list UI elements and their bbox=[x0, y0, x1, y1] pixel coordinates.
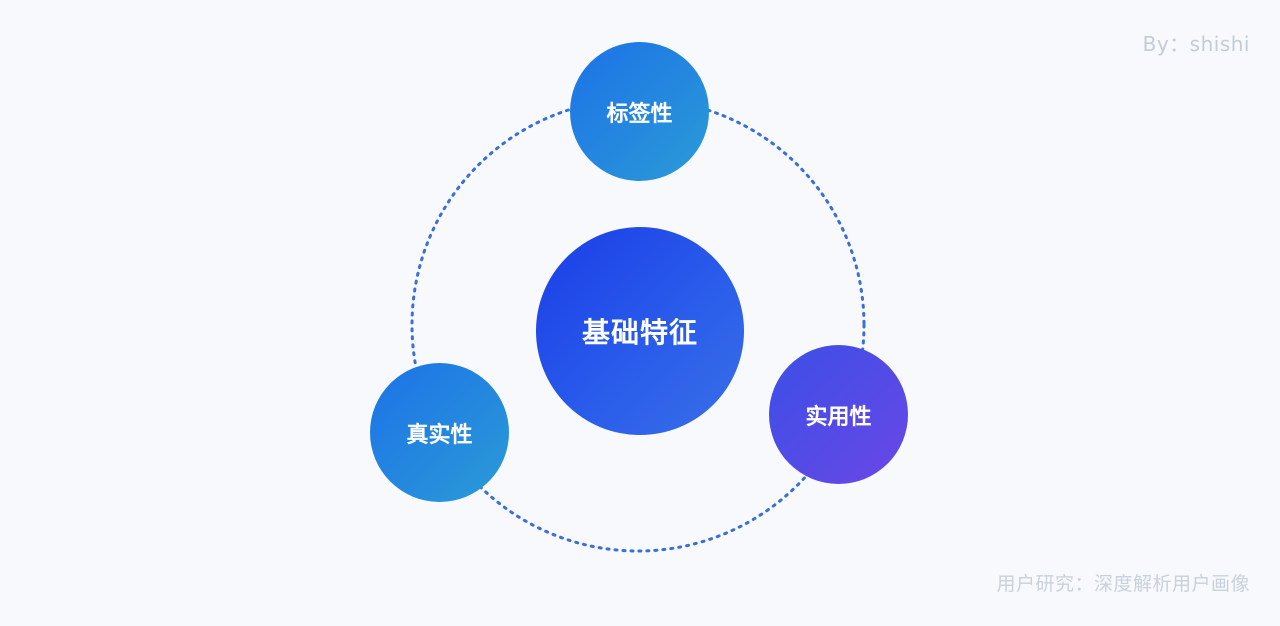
footer-caption: 用户研究：深度解析用户画像 bbox=[996, 573, 1250, 595]
node-practicality-label: 实用性 bbox=[805, 404, 872, 430]
node-authenticity: 真实性 bbox=[370, 363, 509, 502]
node-practicality: 实用性 bbox=[769, 345, 908, 484]
node-labeling: 标签性 bbox=[570, 42, 709, 181]
node-labeling-label: 标签性 bbox=[606, 101, 673, 127]
center-node-label: 基础特征 bbox=[581, 316, 698, 349]
node-authenticity-label: 真实性 bbox=[406, 422, 473, 448]
center-node: 基础特征 bbox=[536, 227, 744, 435]
author-credit: By：shishi bbox=[1142, 32, 1250, 56]
